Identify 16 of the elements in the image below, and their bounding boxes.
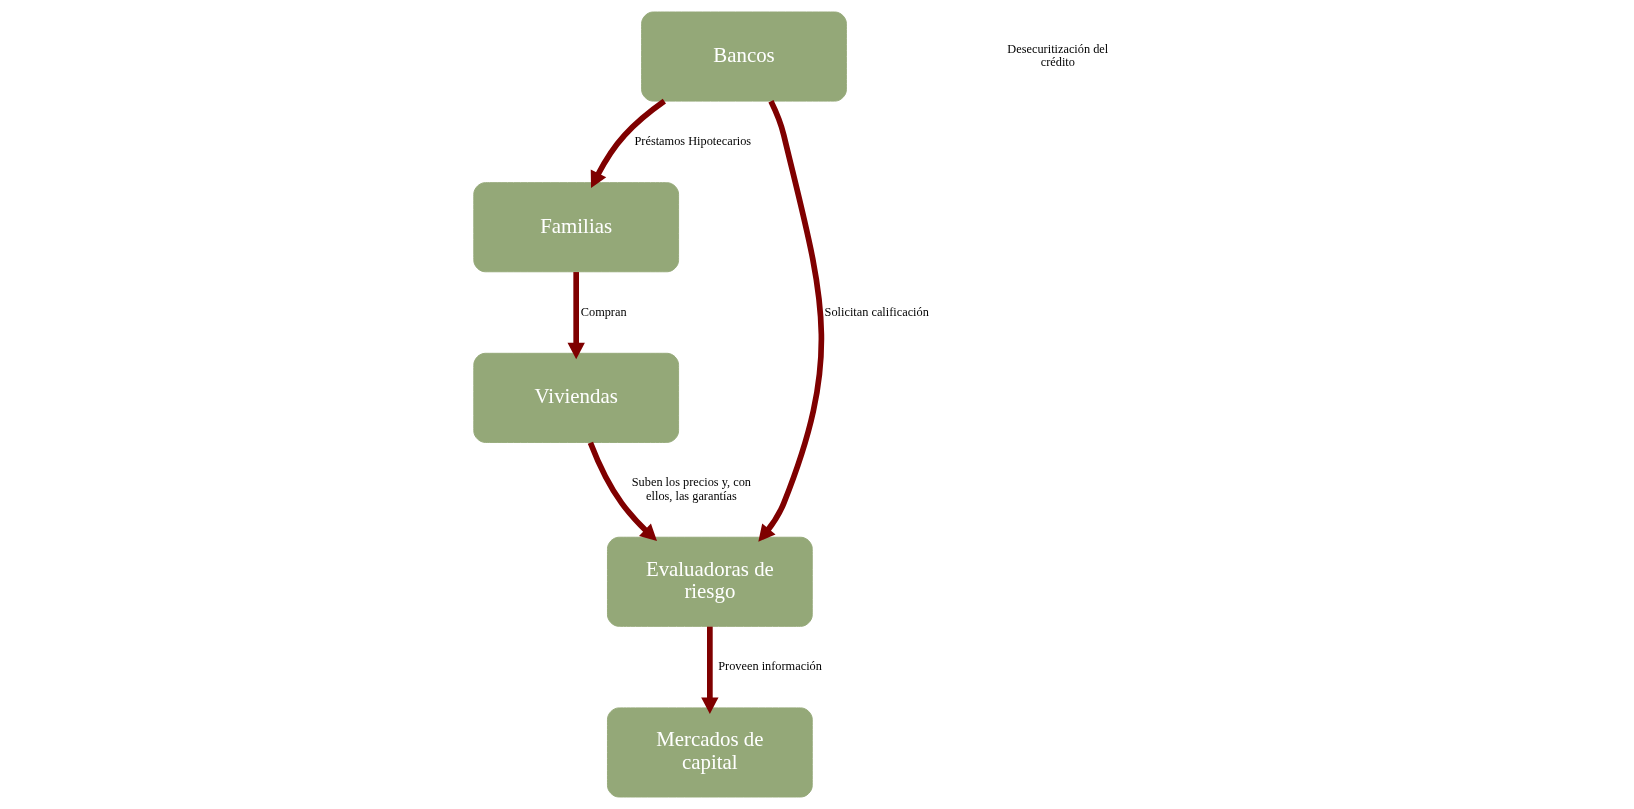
label: Desecuritización del crédito (1007, 42, 1109, 70)
edge-label: Proveen información (718, 659, 822, 674)
node-box: Viviendas (473, 352, 680, 443)
edge-label: Solicitan calificación (824, 304, 929, 319)
edge-label: Compran (580, 304, 627, 319)
edge-label: Suben los precios y, con ellos, las garantías (631, 475, 751, 503)
node-box: Mercados de capital (607, 707, 813, 798)
arrow (701, 626, 719, 714)
arrow (587, 441, 657, 542)
arrow (758, 100, 825, 542)
node-box: Familias (473, 182, 680, 273)
edge-label: Préstamos Hipotecarios (634, 134, 752, 149)
arrow (590, 98, 666, 189)
node-box: Bancos (641, 11, 847, 102)
arrow (567, 272, 585, 360)
node-box: Evaluadoras de riesgo (607, 536, 813, 627)
